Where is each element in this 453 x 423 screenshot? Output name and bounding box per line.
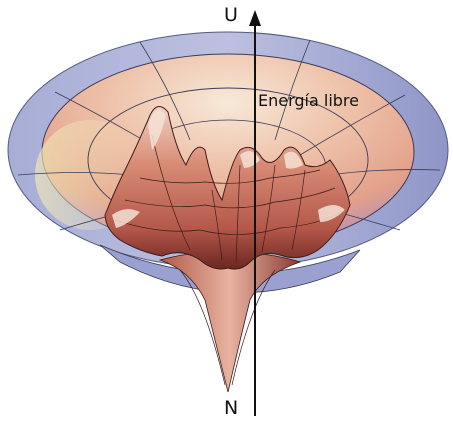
top-label-u: U <box>224 4 238 26</box>
axis-arrowhead <box>249 10 261 26</box>
axis-label-energia-libre: Energía libre <box>258 91 359 110</box>
bottom-label-n: N <box>224 397 238 419</box>
